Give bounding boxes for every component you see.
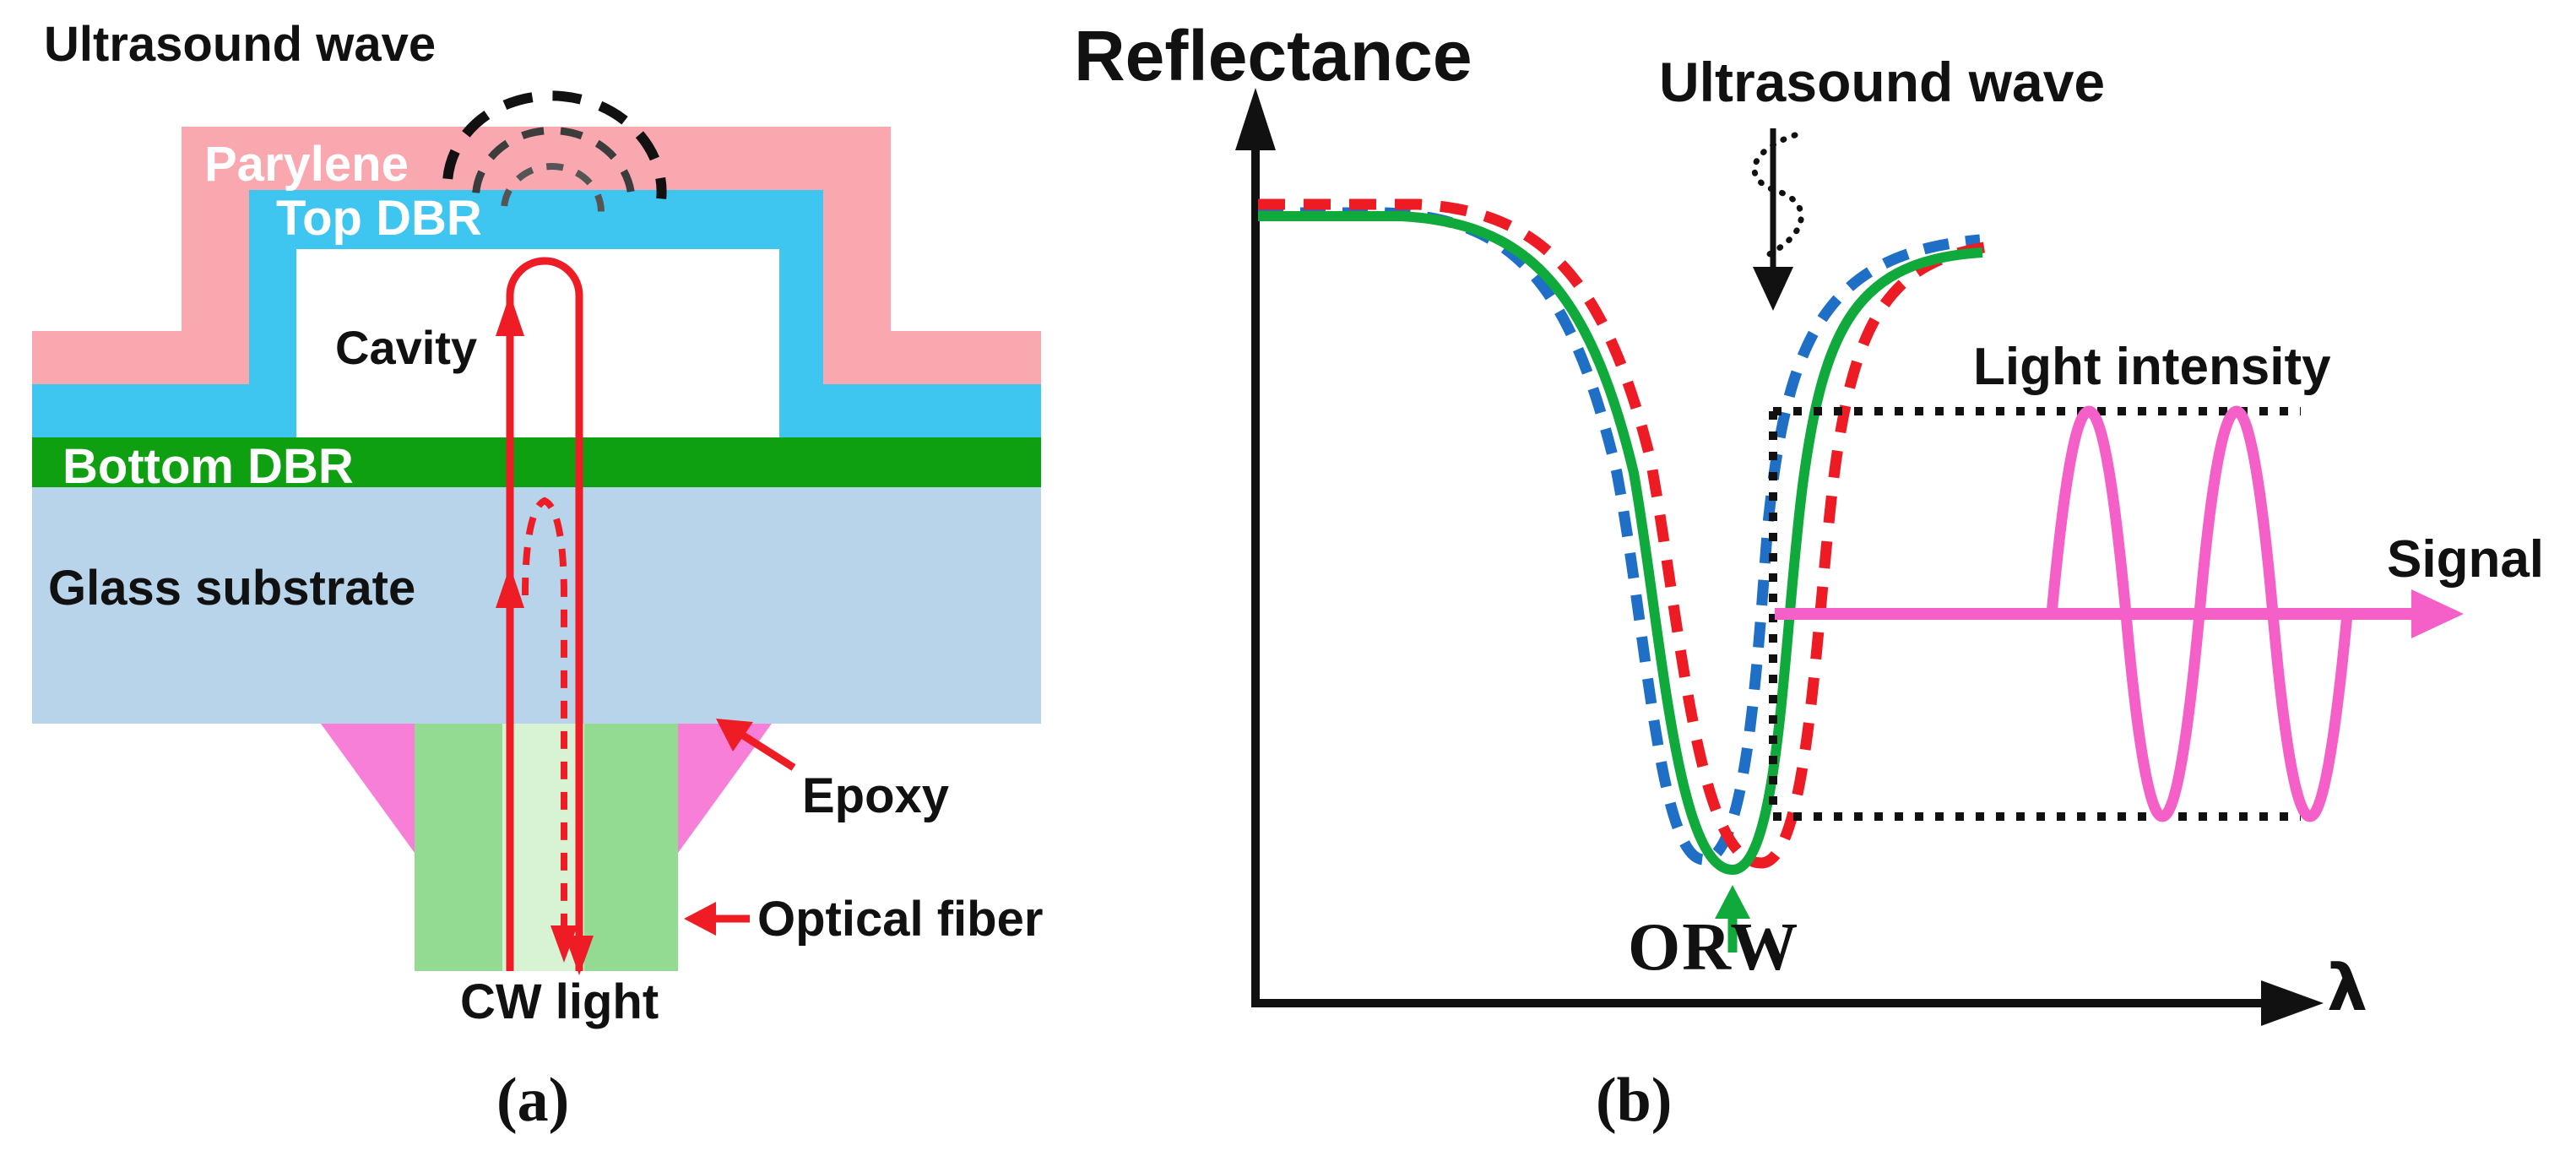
panel-b-caption: (b) — [1596, 1066, 1673, 1135]
signal-axis-arrow-icon — [1775, 589, 2464, 638]
panel-b-ultrasound-label: Ultrasound wave — [1659, 51, 2106, 113]
top-dbr-right-wing — [823, 384, 1041, 437]
reflectance-curve-rest — [1258, 211, 1983, 876]
bottom-dbr-band — [32, 437, 1041, 487]
ultrasound-downward-spring-arrow-icon — [1751, 128, 1804, 311]
epoxy-pointer-arrow-icon — [716, 719, 796, 771]
parylene-label: Parylene — [204, 137, 409, 192]
optical-fiber-pointer-arrow-icon — [684, 902, 750, 936]
reflected-light-dashed-arrow-icon — [522, 497, 578, 963]
cavity-region — [296, 249, 779, 437]
glass-substrate-slab — [32, 487, 1041, 724]
bottom-dbr-label: Bottom DBR — [62, 439, 354, 494]
cavity-label: Cavity — [335, 321, 478, 374]
cw-light-label: CW light — [460, 974, 659, 1029]
parylene-right-wing — [891, 331, 1041, 384]
wavelength-axis — [1251, 980, 2324, 1026]
parylene-left-column — [182, 190, 249, 384]
parylene-left-wing — [32, 331, 182, 384]
panel-a-caption: (a) — [496, 1066, 570, 1135]
signal-label: Signal — [2387, 530, 2545, 589]
top-dbr-right-column — [779, 249, 823, 437]
reflectance-axis-label: Reflectance — [1074, 16, 1472, 95]
panel-a-ultrasound-label: Ultrasound wave — [44, 17, 437, 72]
ultrasound-ripple-arcs-icon — [442, 90, 667, 216]
epoxy-label: Epoxy — [802, 768, 950, 823]
top-dbr-left-column — [249, 249, 296, 437]
parylene-top-slab — [182, 127, 891, 190]
wavelength-axis-label: λ — [2327, 950, 2368, 1025]
optical-fiber-label: Optical fiber — [757, 892, 1044, 947]
top-dbr-band — [249, 190, 823, 249]
panel-a-linework — [442, 90, 796, 975]
orw-label: ORW — [1628, 910, 1800, 985]
reflectance-axis — [1235, 88, 1276, 1007]
panel-b-plot — [1235, 88, 2464, 1026]
cw-light-roundtrip-arrow-icon — [496, 257, 594, 975]
top-dbr-label: Top DBR — [276, 191, 482, 246]
parylene-right-column — [823, 190, 891, 384]
orw-up-arrow-icon — [1715, 885, 1750, 952]
top-dbr-left-wing — [32, 384, 249, 437]
reflectance-curve-blue-shifted — [1258, 207, 1981, 866]
light-intensity-label: Light intensity — [1973, 338, 2331, 396]
glass-substrate-label: Glass substrate — [48, 561, 416, 616]
reflectance-curve-red-shifted — [1258, 198, 1986, 869]
signal-sine-wave — [2046, 405, 2353, 822]
